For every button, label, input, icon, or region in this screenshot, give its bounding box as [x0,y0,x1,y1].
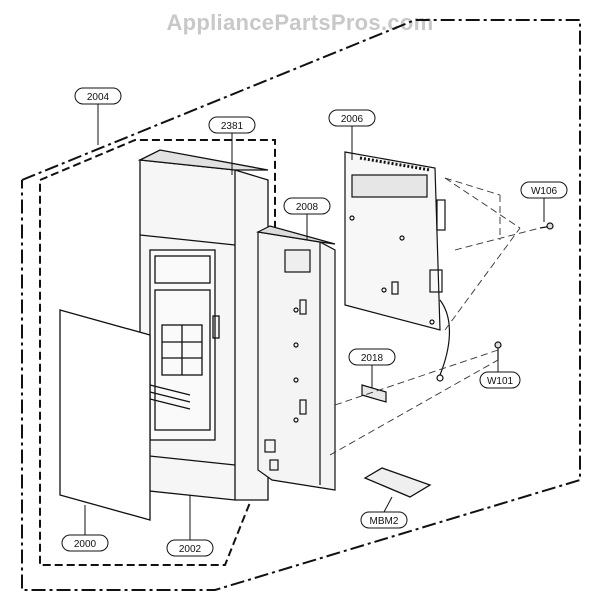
callout-2000: 2000 [61,505,109,552]
callout-2018-label: 2018 [361,353,384,364]
callout-2006-label: 2006 [341,114,364,125]
callout-w101-label: W101 [487,376,514,387]
callout-mbm2: MBM2 [360,496,408,529]
callout-2002: 2002 [166,495,214,557]
door-panel [59,309,151,521]
callout-2000-label: 2000 [74,539,97,550]
callout-2004-label: 2004 [87,92,110,103]
callout-w101: W101 [479,360,521,389]
screw-w106 [539,222,554,230]
callout-2008-label: 2008 [296,202,319,213]
assembly-lines [329,177,541,456]
control-box [256,225,336,491]
bracket [363,467,432,498]
callout-2004: 2004 [74,87,122,145]
door-frame [137,149,269,501]
callout-2006: 2006 [328,109,376,160]
callout-mbm2-label: MBM2 [370,516,399,527]
connector [361,384,387,403]
callout-2008: 2008 [283,197,331,240]
callout-2002-label: 2002 [179,544,202,555]
callout-2018: 2018 [348,348,396,388]
screw-w101 [494,341,502,360]
callout-w106: W106 [520,181,568,222]
callout-2381: 2381 [208,116,256,175]
pcb-board [344,151,450,382]
callout-w106-label: W106 [531,186,558,197]
callout-2381-label: 2381 [221,121,244,132]
